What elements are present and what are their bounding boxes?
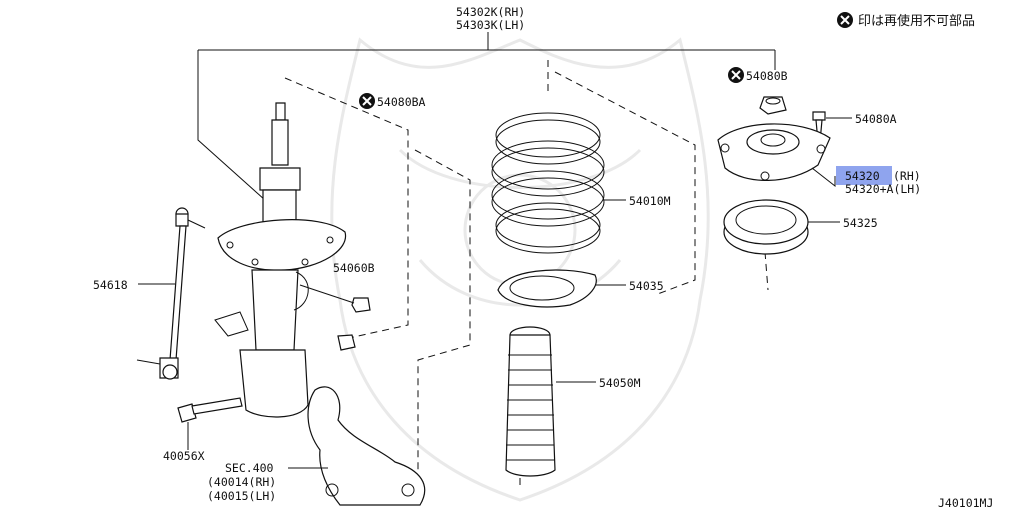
non-reusable-legend: 印は再使用不可部品 (837, 12, 975, 29)
label-54080BA: 54080BA (377, 95, 426, 109)
label-sec400: SEC.400 (225, 461, 274, 475)
coil-spring[interactable] (491, 112, 605, 254)
label-40015-lh: (40015(LH) (207, 489, 276, 503)
diagram-code: J40101MJ (938, 496, 993, 510)
label-54320: 54320 (845, 169, 880, 183)
circled-x-icon (728, 67, 744, 83)
label-54320-rh: (RH) (893, 169, 921, 183)
strut-assembly[interactable] (214, 102, 347, 418)
label-54010M[interactable]: 54010M (629, 194, 671, 208)
legend-note-text: 印は再使用不可部品 (858, 13, 975, 29)
callout-strut-assembly[interactable]: 54302K(RH) 54303K(LH) (456, 5, 525, 32)
bolt-40056X[interactable] (177, 397, 243, 423)
bound-bumper[interactable] (505, 326, 556, 477)
mount-insulator[interactable] (717, 123, 831, 181)
guide-strut-lower (414, 149, 471, 470)
guide-strut-nut (284, 77, 409, 341)
highlight-54320 (836, 166, 892, 185)
circled-x-icon (837, 12, 853, 28)
nut-lower[interactable] (337, 334, 356, 351)
label-40014-rh: (40014(RH) (207, 475, 276, 489)
nut-54060B[interactable] (351, 297, 371, 313)
bearing-54325[interactable] (723, 199, 809, 255)
label-54035[interactable]: 54035 (629, 279, 664, 293)
label-54618[interactable]: 54618 (93, 278, 128, 292)
callout-nut-54080B[interactable]: 54080B (728, 67, 788, 83)
strut-assembly-bracket (197, 32, 776, 201)
label-40056X[interactable]: 40056X (163, 449, 205, 463)
circled-x-icon (359, 93, 375, 109)
label-54320-lh: 54320+A(LH) (845, 182, 921, 196)
label-54080B: 54080B (746, 69, 788, 83)
label-54060B[interactable]: 54060B (333, 261, 375, 275)
guide-spring-right (554, 71, 696, 296)
label-54050M[interactable]: 54050M (599, 376, 641, 390)
steering-knuckle[interactable] (307, 386, 426, 506)
top-nut[interactable] (759, 96, 787, 115)
leader-nut-54060B-part (299, 284, 355, 304)
stabilizer-link[interactable] (136, 207, 206, 380)
callout-mount-insulator[interactable]: 54320 (RH) 54320+A(LH) (836, 166, 921, 196)
label-54325[interactable]: 54325 (843, 216, 878, 230)
leader-54320 (811, 167, 836, 188)
label-54080A[interactable]: 54080A (855, 112, 897, 126)
strut-part-lh: 54303K(LH) (456, 18, 525, 32)
strut-part-rh: 54302K(RH) (456, 5, 525, 19)
spring-seat[interactable] (497, 269, 597, 308)
callout-nut-54080BA[interactable]: 54080BA (359, 93, 426, 109)
guide-mount (764, 251, 769, 291)
callout-knuckle[interactable]: SEC.400 (40014(RH) (40015(LH) (207, 461, 276, 503)
